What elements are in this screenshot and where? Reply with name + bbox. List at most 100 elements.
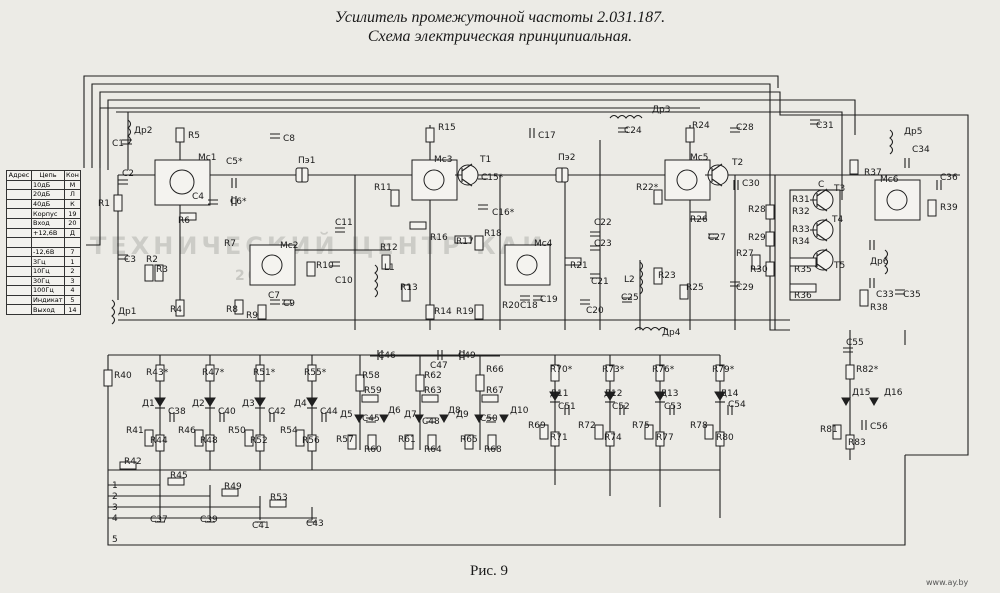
label-r56: R56 [302,436,320,446]
label-c48: C48 [422,417,440,427]
label-c20: C20 [586,306,604,316]
label-r61: R61 [398,435,416,445]
label-d15: Д15 [852,388,870,398]
label-r15: R15 [438,123,456,133]
row-pin: 20 [64,217,81,229]
label-r74: R74 [604,433,622,443]
label-r14: R14 [434,307,452,317]
label-r57: R57 [336,435,354,445]
row-address [6,217,32,229]
label-d6: Д6 [388,406,401,416]
row-address [6,246,32,258]
label-c28: C28 [736,123,754,133]
label-r30: R30 [750,265,768,275]
label-d1: Д1 [142,399,155,409]
label-bus-2: 2 [112,492,118,502]
label-mc1: Мс1 [198,153,216,163]
label-r3: R3 [156,265,168,275]
label-r31: R31 [792,195,810,205]
row-net: 40дБ [31,198,65,210]
module-mc5 [664,159,711,201]
label-dr2: Др2 [134,126,152,136]
coil-l2 [639,261,644,295]
transistor-t3 [810,188,834,212]
label-r8: R8 [226,305,238,315]
label-r33: R33 [792,225,810,235]
row-net [31,237,65,248]
label-r41: R41 [126,426,144,436]
label-mc6: Мс6 [880,175,899,185]
row-net: Выход [31,304,65,315]
detector-section [107,355,906,546]
label-r43: R43* [146,368,169,378]
label-c7: C7 [268,291,280,301]
row-address [6,265,32,277]
label-r76: R76* [652,365,675,375]
label-d14: Д14 [720,389,739,399]
label-r10: R10 [316,261,334,271]
row-address [6,285,32,296]
label-c44: C44 [320,407,338,417]
label-mc4: Мс4 [534,239,553,249]
label-dr6: Др6 [870,257,889,267]
label-c51: C51 [558,402,576,412]
label-r69: R69 [528,421,546,431]
label-bus-5: 5 [112,535,118,545]
row-net: Вход [31,217,65,229]
row-net: Корпус [31,208,65,219]
row-address [6,198,32,210]
row-net: Индикат [31,294,65,306]
resistors-lower [103,364,725,508]
label-r23: R23 [658,271,676,281]
label-r45: R45 [170,471,188,481]
label-c30: C30 [742,179,760,189]
label-pz1: Пэ1 [298,156,315,166]
label-r50: R50 [228,426,246,436]
label-c37: C37 [150,515,168,525]
label-c3: C3 [124,255,136,265]
label-t4: T4 [831,215,843,225]
row-net: 3Гц [31,256,65,267]
row-pin [64,237,81,248]
label-mc5: Мс5 [690,153,708,163]
row-net: 30Гц [31,275,65,287]
module-mc1 [154,159,211,206]
label-c31: C31 [816,121,834,131]
connector-header-row: Адрес Цепь Кон [6,170,81,181]
label-pz2: Пэ2 [558,153,575,163]
label-d8: Д8 [448,406,461,416]
label-c10: C10 [335,276,353,286]
label-c34: C34 [912,145,930,155]
label-r67: R67 [486,386,504,396]
label-r19: R19 [456,307,474,317]
title-line-2: Схема электрическая принципиальная. [367,28,633,45]
label-r20: R20 [502,301,520,311]
label-c36: C36 [940,173,958,183]
label-c16: C16* [492,208,515,218]
label-d2: Д2 [192,399,205,409]
choke-dr4 [634,326,668,331]
row-address [6,275,32,287]
col-pin: Кон [64,170,81,181]
filter-pz2 [555,167,569,183]
filter-pz1 [295,167,309,183]
label-c43: C43 [306,519,324,529]
col-address: Адрес [6,170,32,181]
label-c: С [818,180,824,190]
label-r7: R7 [224,239,236,249]
label-c50: C50 [480,414,498,424]
label-c15: C15* [481,173,504,183]
label-r71: R71 [550,433,568,443]
capacitors-upper [118,119,942,430]
label-l2: L2 [624,275,635,285]
label-c35: C35 [903,290,921,300]
label-r47: R47* [202,368,225,378]
row-net: 100Гц [31,285,65,296]
label-r40: R40 [114,371,132,381]
label-c11: C11 [335,218,353,228]
